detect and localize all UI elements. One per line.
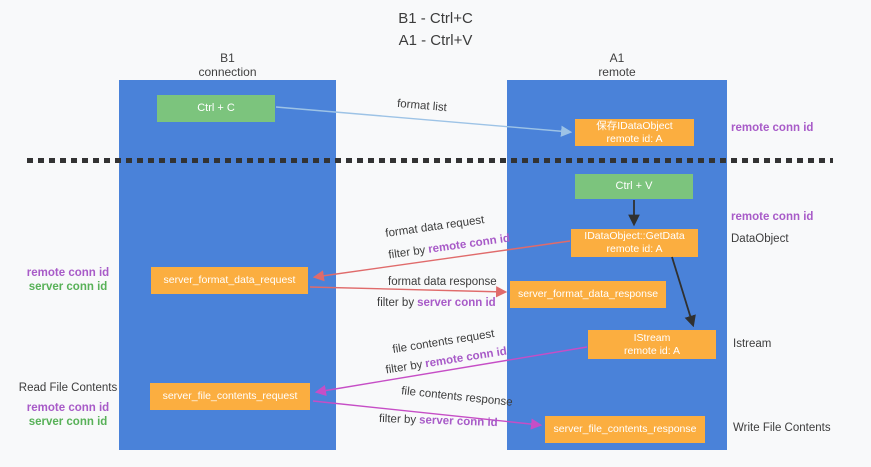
save-idataobject-title: 保存IDataObject — [596, 119, 673, 132]
label-remote-conn-id-left-1: remote conn id — [26, 267, 110, 279]
diagram-title: B1 - Ctrl+C A1 - Ctrl+V — [0, 8, 871, 52]
lifeline-b1-subtitle: connection — [198, 65, 257, 79]
label-istream: Istream — [733, 338, 772, 350]
server-file-contents-request-box: server_file_contents_request — [150, 383, 310, 410]
server-format-data-request-box: server_format_data_request — [151, 267, 308, 294]
lifeline-b1-name: B1 — [220, 51, 235, 65]
ctrl-c-label: Ctrl + C — [197, 102, 235, 114]
filter-by-text: filter by — [384, 358, 424, 377]
left-conn-id-group-2: remote conn id server conn id — [8, 401, 128, 429]
idataobject-getdata-title: IDataObject::GetData — [584, 230, 685, 242]
save-idataobject-remote-id: remote id: A — [606, 132, 663, 145]
label-server-conn-id-left-1: server conn id — [28, 281, 108, 293]
lifeline-a1-subtitle: remote — [598, 65, 636, 79]
phase-divider-dashed-line — [27, 158, 833, 163]
remote-conn-id-text: remote conn id — [424, 345, 508, 371]
server-format-data-request-label: server_format_data_request — [163, 274, 296, 286]
label-read-file-contents: Read File Contents — [18, 382, 118, 394]
idataobject-getdata-remote-id: remote id: A — [606, 243, 663, 255]
server-format-data-response-label: server_format_data_response — [517, 288, 659, 300]
ctrl-v-box: Ctrl + V — [575, 174, 693, 199]
label-server-conn-id-left-2: server conn id — [28, 416, 108, 428]
ctrl-c-box: Ctrl + C — [157, 95, 275, 122]
label-remote-conn-id-left-2: remote conn id — [26, 402, 110, 414]
lifeline-header-b1: B1 connection — [119, 51, 336, 79]
label-file-contents-response: file contents response — [400, 385, 514, 409]
istream-title: IStream — [633, 331, 671, 344]
label-remote-conn-id-right-2: remote conn id — [731, 211, 814, 223]
filter-by-text: filter by — [387, 244, 427, 262]
server-conn-id-text: server conn id — [418, 414, 498, 430]
filter-by-text: filter by — [378, 412, 417, 427]
ctrl-v-label: Ctrl + V — [615, 180, 653, 192]
istream-remote-id: remote id: A — [623, 344, 681, 357]
filter-by-text: filter by — [377, 297, 415, 309]
server-file-contents-response-label: server_file_contents_response — [553, 423, 697, 435]
server-format-data-response-box: server_format_data_response — [510, 281, 666, 308]
istream-box: IStream remote id: A — [588, 330, 716, 359]
left-conn-id-group-1: remote conn id server conn id — [8, 266, 128, 294]
label-remote-conn-id-right-1: remote conn id — [731, 122, 814, 134]
remote-conn-id-text: remote conn id — [427, 232, 511, 256]
title-line-1: B1 - Ctrl+C — [398, 10, 473, 27]
server-file-contents-response-box: server_file_contents_response — [545, 416, 705, 443]
save-idataobject-box: 保存IDataObject remote id: A — [575, 119, 694, 146]
label-write-file-contents: Write File Contents — [733, 422, 831, 434]
lifeline-a1-name: A1 — [609, 51, 625, 65]
label-format-data-response: format data response — [388, 276, 497, 288]
idataobject-getdata-box: IDataObject::GetData remote id: A — [571, 229, 698, 257]
title-line-2: A1 - Ctrl+V — [398, 32, 473, 49]
label-dataobject: DataObject — [731, 233, 789, 245]
server-conn-id-text: server conn id — [417, 297, 496, 309]
label-format-data-request: format data request — [384, 214, 486, 240]
server-file-contents-request-label: server_file_contents_request — [162, 390, 298, 402]
label-format-list: format list — [396, 97, 448, 115]
lifeline-header-a1: A1 remote — [507, 51, 727, 79]
